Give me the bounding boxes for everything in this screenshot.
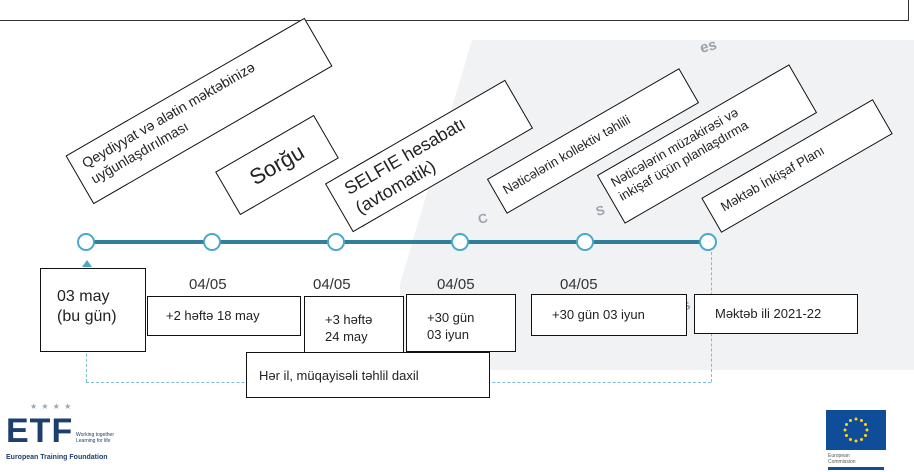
european-commission-logo: European Commission [826, 410, 888, 472]
timing-box-survey: +2 həftə 18 may [147, 296, 301, 336]
step-label: Sorğu [245, 139, 309, 191]
star-icon: ★ ★ ★ ★ [30, 402, 73, 411]
timing-text: 03 iyun [427, 327, 469, 342]
timeline-node [327, 233, 345, 251]
timing-text: 03 may [57, 288, 110, 305]
timing-text: (bu gün) [57, 308, 117, 325]
timing-text: +2 həftə 18 may [166, 308, 260, 323]
eu-label: European [828, 453, 850, 459]
etf-letters: ETF [6, 412, 74, 450]
timing-text: 24 may [325, 329, 368, 344]
timeline-node [576, 233, 594, 251]
date-label: 04/05 [313, 276, 351, 293]
timeline-node [203, 233, 221, 251]
timing-text: +3 həftə [325, 312, 373, 327]
date-label: 04/05 [189, 276, 227, 293]
arrowhead-icon [82, 260, 92, 267]
timeline-line [86, 240, 708, 244]
etf-logo: ★ ★ ★ ★ ETF Working together Learning fo… [6, 402, 116, 466]
date-label: 04/05 [437, 276, 475, 293]
timing-box-report: +3 həftə 24 may [304, 296, 404, 354]
etf-tagline: Learning for life [76, 438, 111, 444]
eu-underline [828, 467, 884, 470]
eu-flag-icon [826, 410, 886, 450]
etf-tagline: Working together [76, 432, 114, 438]
annual-comparison-text: Hər il, müqayisəli təhlil daxil [259, 368, 419, 383]
timeline-node [451, 233, 469, 251]
eu-label: Commission [828, 459, 856, 465]
etf-name: European Training Foundation [6, 454, 108, 461]
timeline-node [699, 233, 717, 251]
timeline-node [77, 233, 95, 251]
top-banner [0, 0, 909, 21]
timing-text: Məktəb ili 2021-22 [715, 306, 822, 321]
timing-text: +30 gün [427, 310, 475, 325]
timing-box-analysis: +30 gün 03 iyun [406, 294, 516, 352]
annual-comparison-box: Hər il, müqayisəli təhlil daxil [246, 352, 490, 398]
date-label: 04/05 [560, 276, 598, 293]
timing-text: +30 gün 03 iyun [552, 307, 645, 322]
timing-box-today: 03 may (bu gün) [40, 268, 146, 352]
timing-box-school-year: Məktəb ili 2021-22 [694, 294, 858, 334]
timing-box-planning: +30 gün 03 iyun [531, 294, 687, 336]
step-survey: Sorğu [215, 114, 339, 216]
